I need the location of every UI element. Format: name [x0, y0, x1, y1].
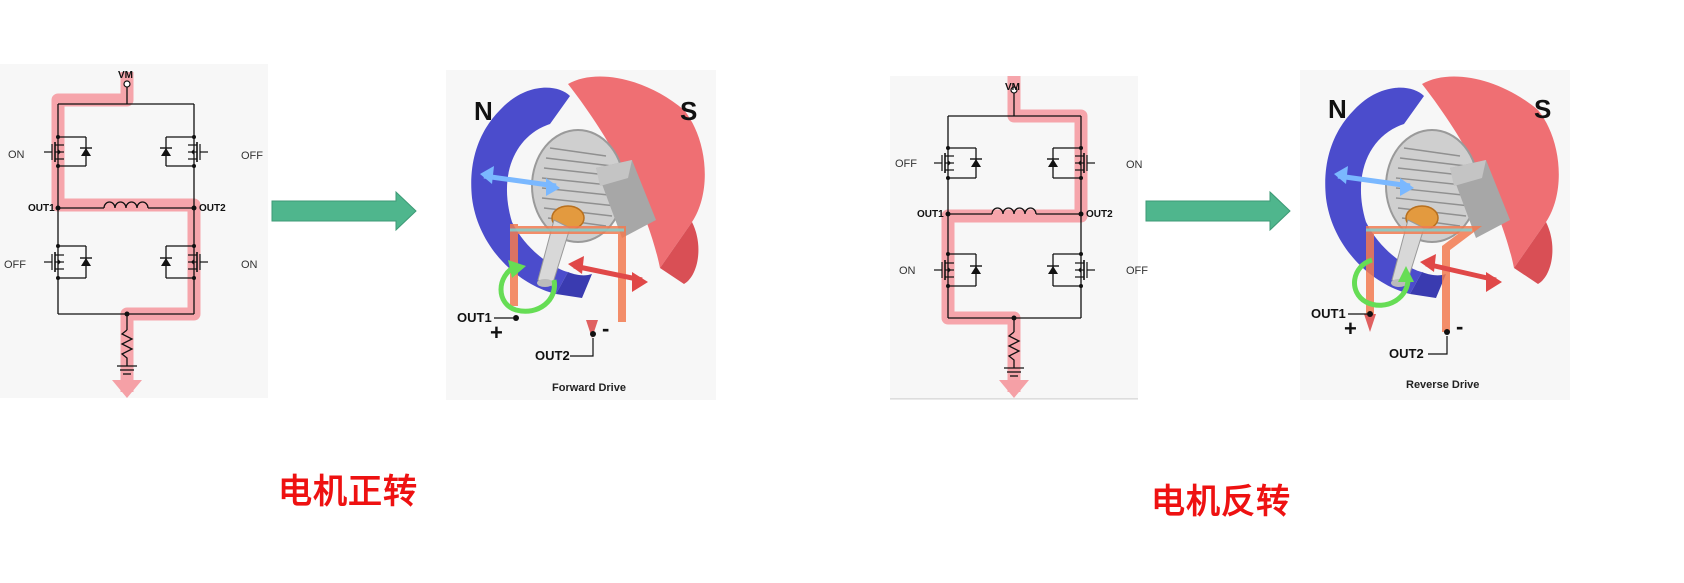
forward-switch-top-left-state: ON — [8, 149, 25, 161]
forward-rotation-title: 电机正转 — [278, 472, 418, 512]
forward-bridge-background — [0, 64, 268, 398]
reverse-minus-sign: - — [1456, 314, 1463, 339]
forward-switch-top-right-state: OFF — [241, 150, 263, 162]
forward-minus-sign: - — [602, 316, 609, 341]
forward-south-pole-label: S — [680, 96, 697, 126]
forward-h-bridge: VM OUT1 OUT2 ON OFF OFF ON — [0, 64, 268, 398]
reverse-switch-top-left-state: OFF — [895, 158, 917, 170]
reverse-out2-terminal-label: OUT2 — [1389, 346, 1424, 361]
reverse-force-arrow — [1425, 261, 1497, 283]
reverse-north-pole-label: N — [1328, 94, 1347, 124]
forward-switch-bottom-left-state: OFF — [4, 259, 26, 271]
forward-rotation-arrow — [498, 263, 557, 314]
forward-current-arrow — [112, 380, 142, 398]
reverse-plus-sign: + — [1344, 316, 1357, 341]
reverse-out2-node-label: OUT2 — [1086, 209, 1113, 220]
reverse-out1-node-label: OUT1 — [917, 209, 944, 220]
reverse-h-bridge: VM OUT1 OUT2 OFF ON ON OFF — [890, 76, 1148, 400]
reverse-current-arrow — [999, 380, 1029, 398]
forward-out1-terminal-label: OUT1 — [457, 310, 492, 325]
reverse-motor-diagram: N S OUT1 OUT2 + - Reverse Drive — [1299, 69, 1571, 401]
forward-north-pole-label: N — [474, 96, 493, 126]
reverse-out1-terminal-label: OUT1 — [1311, 306, 1346, 321]
reverse-flow-arrow — [1145, 190, 1291, 232]
forward-out2-terminal-label: OUT2 — [535, 348, 570, 363]
forward-out1-node-label: OUT1 — [28, 203, 55, 214]
forward-motor-diagram: N S OUT1 OUT2 + - Forward Drive — [445, 69, 717, 401]
forward-drive-caption: Forward Drive — [552, 382, 626, 394]
forward-vm-label: VM — [118, 70, 133, 81]
forward-flow-arrow — [271, 190, 417, 232]
forward-force-arrow — [573, 263, 643, 283]
reverse-south-pole-label: S — [1534, 94, 1551, 124]
reverse-drive-caption: Reverse Drive — [1406, 379, 1479, 391]
reverse-rotation-title: 电机反转 — [1151, 482, 1291, 522]
reverse-vm-label: VM — [1005, 82, 1020, 93]
forward-switch-bottom-right-state: ON — [241, 259, 258, 271]
reverse-switch-bottom-left-state: ON — [899, 265, 916, 277]
forward-plus-sign: + — [490, 320, 503, 345]
reverse-switch-bottom-right-state: OFF — [1126, 265, 1148, 277]
forward-out2-node-label: OUT2 — [199, 203, 226, 214]
reverse-switch-top-right-state: ON — [1126, 159, 1143, 171]
reverse-rotation-arrow — [1352, 257, 1411, 308]
